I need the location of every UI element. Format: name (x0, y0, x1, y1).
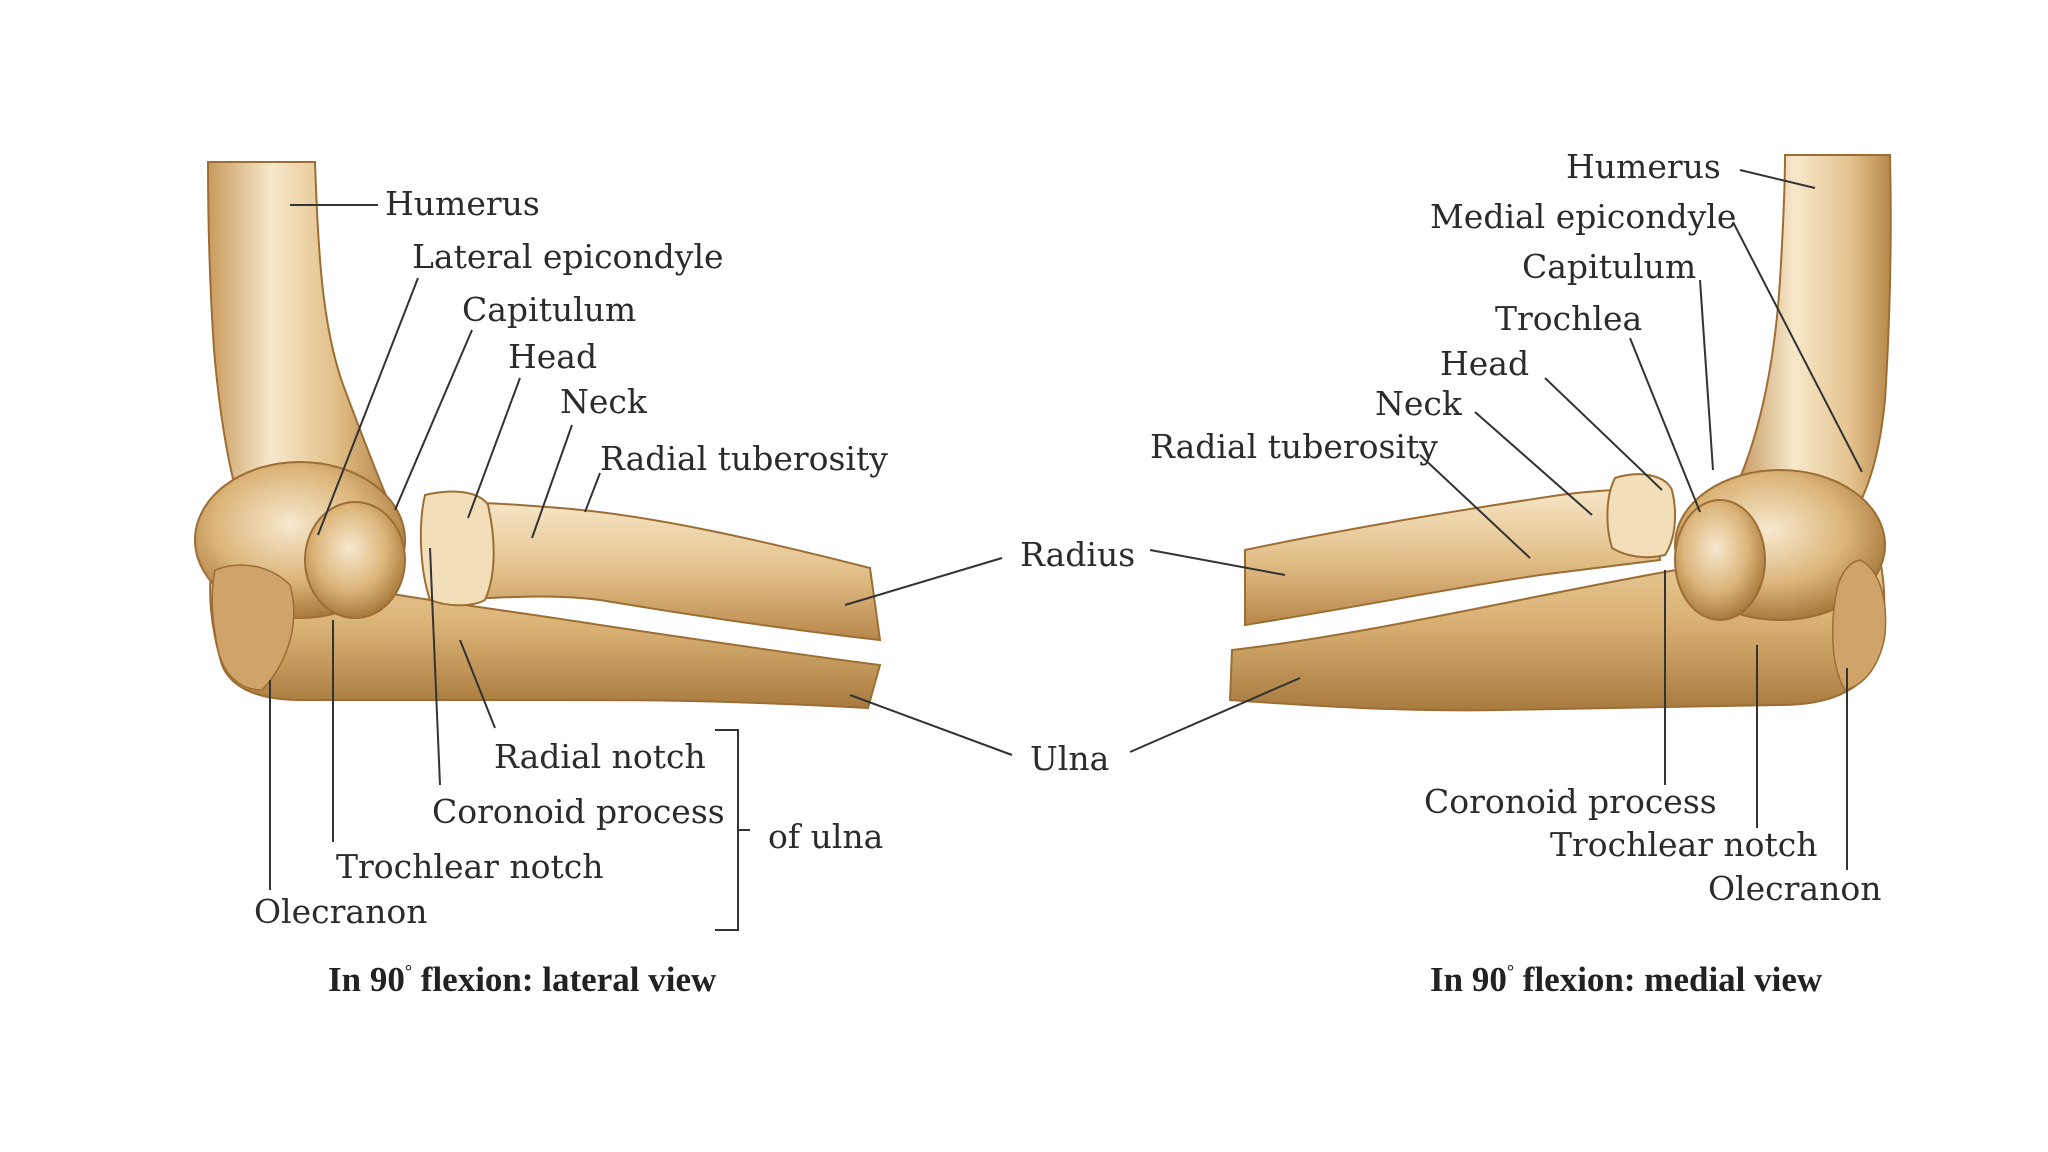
label-medial-olecranon: Olecranon (1708, 869, 1882, 908)
label-medial-trochlear-notch: Trochlear notch (1550, 825, 1818, 864)
label-medial-head: Head (1440, 344, 1530, 383)
leader-lateral-neck (531, 424, 573, 539)
label-lateral-capitulum: Capitulum (462, 290, 637, 329)
medial-elbow-bones (1228, 154, 1892, 712)
label-medial-capitulum: Capitulum (1522, 247, 1697, 286)
leader-medial-head (1544, 377, 1663, 491)
leader-ulna-left (849, 694, 1013, 756)
medial-trochlea-shape (1674, 499, 1766, 621)
label-lateral-radial-tuberosity: Radial tuberosity (600, 439, 888, 478)
label-of-ulna: of ulna (768, 817, 884, 856)
leader-lateral-radial-tuberosity (584, 472, 601, 513)
caption-medial-view: In 90° flexion: medial view (1430, 962, 1822, 997)
label-lateral-radial-notch: Radial notch (494, 737, 706, 776)
ulna-group-bracket (715, 729, 750, 931)
lateral-elbow-bones (194, 161, 882, 710)
label-lateral-humerus: Humerus (385, 184, 540, 223)
caption-medial-post: flexion: medial view (1514, 960, 1823, 999)
label-ulna: Ulna (1030, 739, 1110, 778)
label-medial-radial-tuberosity: Radial tuberosity (1150, 427, 1438, 466)
leader-medial-humerus (1739, 169, 1816, 189)
label-medial-epicondyle: Medial epicondyle (1430, 197, 1737, 236)
lateral-olecranon-shape (211, 564, 295, 691)
label-lateral-coronoid-process: Coronoid process (432, 792, 725, 831)
leader-lines (269, 169, 1863, 931)
leader-lateral-head (467, 377, 521, 519)
medial-radius-shape (1244, 488, 1662, 627)
medial-radial-head-shape (1606, 473, 1677, 559)
leader-ulna-right (1129, 677, 1301, 753)
label-lateral-head: Head (508, 337, 598, 376)
medial-olecranon-shape (1831, 559, 1887, 691)
leader-medial-radial-tuberosity (1419, 454, 1531, 559)
leader-lateral-epicondyle (317, 277, 419, 536)
leader-radius-right (1149, 549, 1286, 576)
leader-lateral-capitulum (394, 329, 473, 511)
label-medial-coronoid-process: Coronoid process (1424, 782, 1717, 821)
leader-medial-trochlea (1629, 337, 1701, 513)
caption-lateral-post: flexion: lateral view (412, 960, 717, 999)
leader-lateral-radial-notch (459, 639, 496, 729)
label-medial-trochlea: Trochlea (1495, 299, 1643, 338)
leader-medial-epicondyle (1732, 221, 1863, 473)
label-lateral-neck: Neck (560, 382, 647, 421)
caption-medial-pre: In 90 (1430, 960, 1507, 999)
label-medial-humerus: Humerus (1566, 147, 1721, 186)
caption-lateral-view: In 90° flexion: lateral view (328, 962, 716, 997)
leader-radius-left (844, 557, 1003, 606)
lateral-radial-head-shape (419, 490, 495, 607)
label-lateral-trochlear-notch: Trochlear notch (336, 847, 604, 886)
medial-humerus-shape (1728, 154, 1892, 522)
lateral-capitulum-shape (304, 501, 406, 619)
label-lateral-olecranon: Olecranon (254, 892, 428, 931)
leader-medial-capitulum (1699, 279, 1714, 471)
label-lateral-epicondyle: Lateral epicondyle (412, 237, 724, 276)
label-radius: Radius (1020, 535, 1136, 574)
leader-medial-neck (1474, 411, 1593, 516)
caption-lateral-pre: In 90 (328, 960, 405, 999)
leader-lateral-coronoid (429, 547, 441, 786)
caption-lateral-degree: ° (404, 961, 413, 981)
caption-medial-degree: ° (1506, 961, 1515, 981)
label-medial-neck: Neck (1375, 384, 1462, 423)
